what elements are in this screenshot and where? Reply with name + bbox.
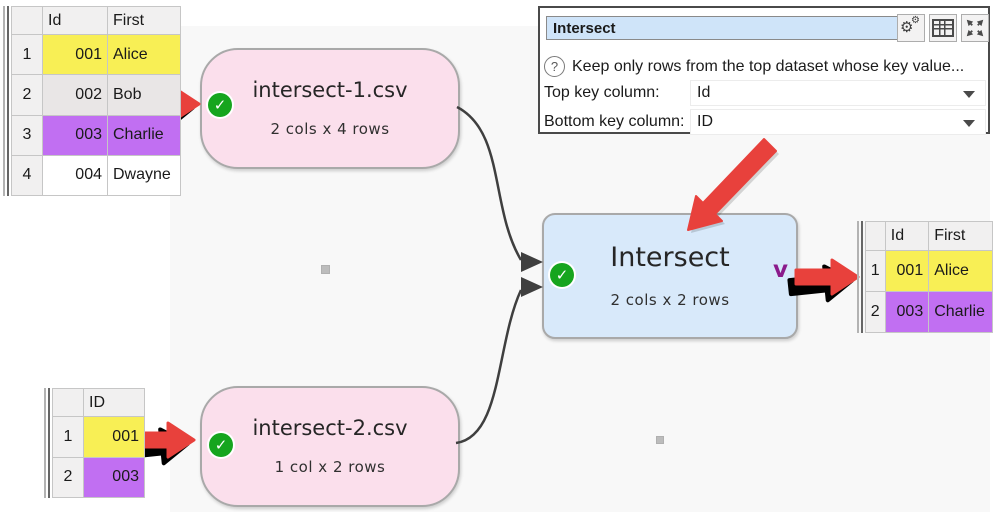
check-ok-icon: ✓: [209, 433, 233, 457]
cell-first[interactable]: Alice: [928, 249, 993, 292]
node-title: Intersect: [610, 242, 730, 274]
row-number[interactable]: 1: [52, 416, 84, 458]
collapse-chevron[interactable]: v: [773, 257, 788, 283]
cell-first[interactable]: Alice: [107, 34, 181, 76]
row-number[interactable]: 1: [864, 249, 886, 292]
settings-button[interactable]: ⚙ ⚙: [897, 14, 925, 42]
table-row[interactable]: 1 001: [52, 416, 145, 458]
selected-value: Id: [697, 84, 711, 101]
column-header[interactable]: Id: [42, 5, 108, 36]
node-title: intersect-2.csv: [252, 415, 408, 440]
output-data-grid[interactable]: Id First 1 001 Alice 2 003 Charlie: [857, 221, 993, 334]
cell-id[interactable]: 001: [83, 416, 145, 458]
gear-icon: ⚙ ⚙: [900, 15, 920, 36]
table-row[interactable]: 1 001 Alice: [864, 249, 993, 292]
cell-id[interactable]: 003: [42, 114, 108, 156]
bottom-key-column-select[interactable]: ID: [690, 109, 986, 135]
cell-id[interactable]: 002: [42, 74, 108, 116]
transform-settings-panel: ⚙ ⚙ ? Keep only rows from the top datase…: [538, 6, 990, 135]
maximize-button[interactable]: [961, 14, 989, 42]
caret-down-icon: [963, 120, 975, 127]
cell-first[interactable]: Bob: [107, 74, 181, 116]
help-icon[interactable]: ?: [544, 56, 565, 77]
row-number[interactable]: 2: [11, 74, 43, 116]
cell-first[interactable]: Dwayne: [107, 154, 181, 197]
node-title: intersect-1.csv: [252, 77, 408, 102]
cell-id[interactable]: 001: [42, 34, 108, 76]
node-intersect-1-csv[interactable]: ✓ intersect-1.csv 2 cols x 4 rows: [200, 48, 460, 169]
cell-id[interactable]: 001: [884, 249, 930, 292]
caret-down-icon: [963, 91, 975, 98]
corner-header-cell[interactable]: [11, 5, 43, 36]
bottom-key-column-label: Bottom key column:: [544, 113, 685, 130]
cell-id[interactable]: 004: [42, 154, 108, 197]
table-row[interactable]: 2 002 Bob: [11, 74, 181, 116]
dataset-view-button[interactable]: [929, 14, 957, 42]
cell-id[interactable]: 003: [884, 290, 930, 334]
corner-header-cell[interactable]: [52, 387, 84, 418]
cell-first[interactable]: Charlie: [107, 114, 181, 156]
node-size-label: 1 col x 2 rows: [274, 458, 386, 477]
row-number[interactable]: 1: [11, 34, 43, 76]
table-row[interactable]: 4 004 Dwayne: [11, 154, 181, 197]
row-number[interactable]: 2: [864, 290, 886, 334]
column-header[interactable]: First: [928, 221, 993, 251]
node-size-label: 2 cols x 2 rows: [610, 290, 730, 309]
table-icon: [932, 19, 954, 37]
canvas-grid-dot: [321, 265, 330, 274]
row-number[interactable]: 3: [11, 114, 43, 156]
canvas-grid-dot: [656, 436, 664, 444]
pane-splitter[interactable]: [857, 221, 863, 333]
check-ok-icon: ✓: [208, 93, 232, 117]
top-key-column-select[interactable]: Id: [690, 80, 986, 106]
row-number[interactable]: 2: [52, 456, 84, 499]
node-size-label: 2 cols x 4 rows: [270, 120, 390, 139]
table-row[interactable]: 3 003 Charlie: [11, 114, 181, 156]
column-header[interactable]: First: [107, 5, 181, 36]
row-number[interactable]: 4: [11, 154, 43, 197]
pane-splitter[interactable]: [3, 6, 9, 196]
selected-value: ID: [697, 113, 713, 130]
top-input-data-grid[interactable]: Id First 1 001 Alice 2 002 Bob 3 003 Cha…: [3, 5, 181, 197]
node-name-input[interactable]: [546, 16, 898, 40]
table-row[interactable]: 1 001 Alice: [11, 34, 181, 76]
node-intersect[interactable]: ✓ Intersect 2 cols x 2 rows v: [542, 213, 798, 339]
cell-first[interactable]: Charlie: [928, 290, 993, 334]
pane-splitter[interactable]: [44, 388, 50, 498]
transform-description: Keep only rows from the top dataset whos…: [572, 57, 965, 75]
expand-icon: [966, 19, 984, 37]
table-row[interactable]: 2 003 Charlie: [864, 290, 993, 334]
node-intersect-2-csv[interactable]: ✓ intersect-2.csv 1 col x 2 rows: [200, 386, 460, 507]
cell-id[interactable]: 003: [83, 456, 145, 499]
top-key-column-label: Top key column:: [544, 84, 660, 101]
corner-header-cell[interactable]: [864, 221, 886, 251]
column-header[interactable]: Id: [884, 221, 930, 251]
column-header[interactable]: ID: [83, 387, 145, 418]
bottom-input-data-grid[interactable]: ID 1 001 2 003: [44, 387, 145, 499]
check-ok-icon: ✓: [550, 263, 574, 287]
table-row[interactable]: 2 003: [52, 456, 145, 499]
